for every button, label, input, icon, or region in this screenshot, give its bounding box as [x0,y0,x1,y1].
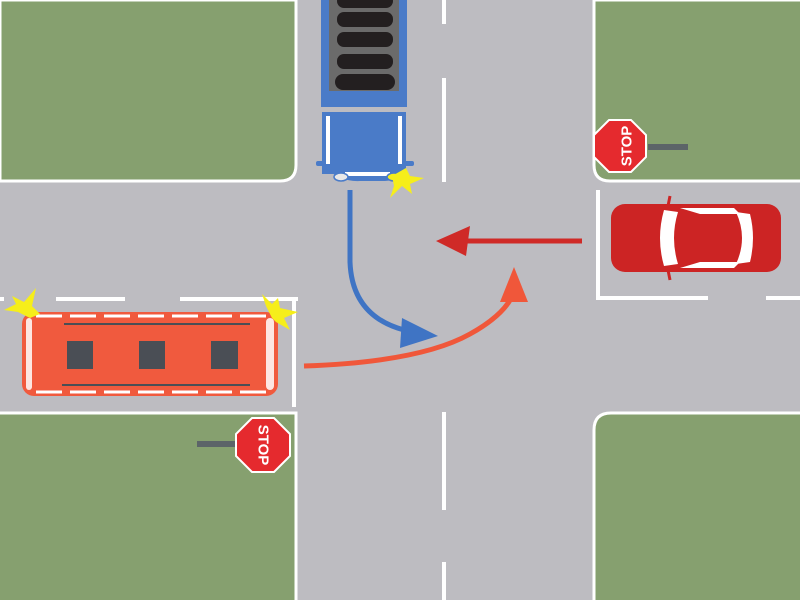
truck-cab [322,112,406,174]
orange-bus [4,288,298,396]
bus-front-glass [266,318,274,390]
sign-pole [197,441,237,447]
blinker-flash-icon [262,294,298,330]
blinker-flash-icon [390,168,424,198]
car-side-window-top [680,208,740,214]
arrow-head-icon [500,267,528,302]
blinker-flash-icon [4,288,40,318]
stop-sign-northeast: STOP [593,119,688,173]
grass-top-left [0,0,298,183]
car-side-window-bottom [680,262,740,268]
car-roof [684,216,734,260]
cargo-tires [335,0,395,90]
roof-vent [139,341,165,369]
cab-window-right [398,116,402,164]
grass-bottom-right [592,411,800,600]
car-mirror-top [666,195,672,207]
car-windshield [660,210,678,266]
arrow-head-icon [400,318,438,348]
bumper-highlight [345,172,390,176]
roof-vent [67,341,93,369]
arrow-head-icon [436,226,470,256]
bus-rear-glass [26,318,32,390]
roof-vent [211,341,238,369]
blue-truck [316,0,424,198]
headlight-left [333,172,349,182]
stop-octagon [235,417,291,473]
cab-mirror-left [316,161,326,166]
stop-octagon [593,119,647,173]
car-rear-window [736,212,753,264]
bus-path-arrow [303,267,528,369]
cab-mirror-right [404,161,414,166]
stop-text: STOP [255,425,272,466]
truck-path-arrow [347,190,438,348]
car-path-arrow [436,226,582,256]
grass-bottom-left [0,411,298,600]
cab-window-left [326,116,330,164]
stop-sign-southwest: STOP [197,417,291,473]
car-mirror-bottom [666,269,672,281]
stop-text: STOP [619,126,636,167]
sign-pole [648,144,688,150]
red-car [611,195,781,281]
